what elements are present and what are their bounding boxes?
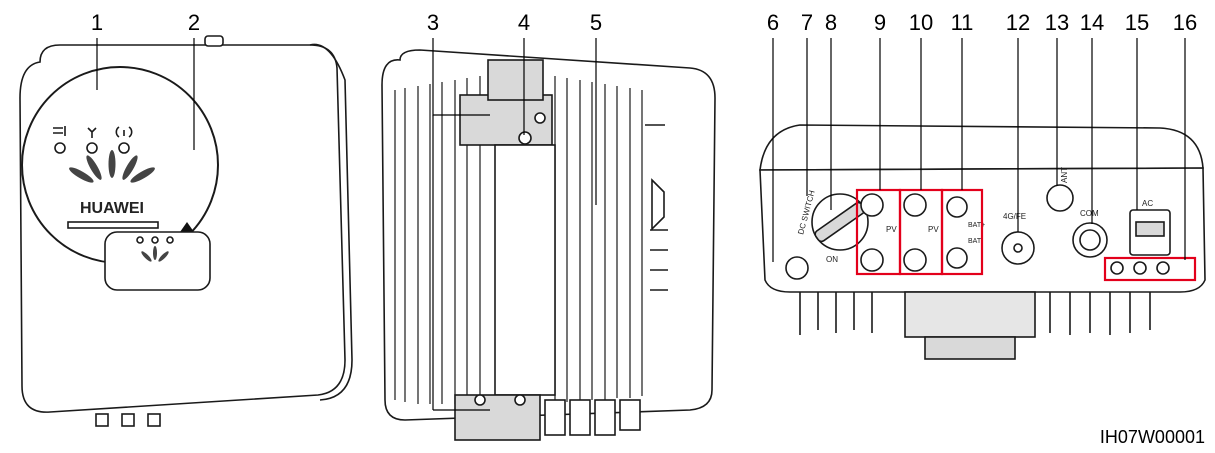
led-panel (104, 231, 211, 291)
led-1 (54, 142, 66, 154)
highlight-grounding (1103, 256, 1197, 282)
callout-7: 7 (801, 10, 813, 35)
label-bat-plus: BAT+ (968, 222, 985, 229)
bottom-connector-2 (121, 413, 135, 427)
rear-connector-2 (569, 399, 591, 436)
pv-connector-4 (903, 248, 927, 272)
bat-connector-minus (946, 247, 968, 269)
label-com: COM (1080, 209, 1099, 218)
fe-port-inner (1013, 243, 1023, 253)
led-icon-2 (87, 127, 97, 138)
callout-16: 16 (1173, 10, 1197, 35)
label-on: ON (826, 255, 838, 264)
panel-bottom-plate (924, 336, 1016, 360)
front-top-tab (204, 35, 224, 47)
mounting-bracket-bottom (454, 394, 541, 441)
panel-center-block (904, 291, 1036, 338)
front-view: HUAWEI (19, 35, 353, 427)
label-fe: 4G/FE (1003, 212, 1026, 221)
callout-3: 3 (427, 10, 439, 35)
callout-8: 8 (825, 10, 837, 35)
ground-port (785, 256, 809, 280)
ant-port (1046, 184, 1074, 212)
callout-1: 1 (91, 10, 103, 35)
center-column (494, 144, 556, 396)
mounting-bracket-plate (487, 59, 544, 101)
panel-led-2 (151, 236, 159, 244)
callout-4: 4 (518, 10, 530, 35)
panel-led-1 (136, 236, 144, 244)
front-brand: HUAWEI (80, 200, 144, 217)
bat-connector-plus (946, 196, 968, 218)
side-handle (651, 178, 665, 231)
huawei-logo-icon (69, 150, 155, 183)
bracket-screw-bottom-2 (514, 394, 526, 406)
bottom-connector-1 (95, 413, 109, 427)
bracket-screw-top (518, 131, 532, 145)
bottom-connector-3 (147, 413, 161, 427)
led-3 (118, 142, 130, 154)
grounding-hole-2 (1156, 261, 1170, 275)
panel-fins (799, 292, 1151, 335)
leader-lines (96, 38, 1186, 411)
label-ac: AC (1142, 199, 1153, 208)
led-2 (86, 142, 98, 154)
led-magnifier-bar (67, 221, 159, 229)
pv-connector-2 (860, 248, 884, 272)
callout-15: 15 (1125, 10, 1149, 35)
callout-numbers: 1 2 3 4 5 6 7 8 9 10 11 12 13 14 15 16 (91, 10, 1197, 35)
pv-connector-3 (903, 193, 927, 217)
label-bat-minus: BAT- (968, 238, 984, 245)
callout-12: 12 (1006, 10, 1030, 35)
led-icon-3 (115, 126, 133, 138)
side-rib (645, 124, 668, 291)
pv-connector-1 (860, 193, 884, 217)
figure-code: IH07W00001 (1100, 427, 1205, 447)
bracket-screw-side (534, 112, 546, 124)
pointer-triangle (180, 222, 194, 232)
led-icon-1 (53, 126, 66, 136)
callout-10: 10 (909, 10, 933, 35)
label-pv-bottom: PV (928, 225, 939, 234)
callout-2: 2 (188, 10, 200, 35)
callout-6: 6 (767, 10, 779, 35)
callout-14: 14 (1080, 10, 1104, 35)
rear-connector-3 (594, 399, 616, 436)
callout-13: 13 (1045, 10, 1069, 35)
callout-9: 9 (874, 10, 886, 35)
panel-led-3 (166, 236, 174, 244)
rear-connector-1 (544, 399, 566, 436)
callout-11: 11 (951, 10, 974, 35)
rear-view (381, 49, 716, 441)
bracket-screw-bottom-1 (474, 394, 486, 406)
com-port-inner (1079, 229, 1101, 251)
front-right-edge (309, 43, 353, 401)
callout-5: 5 (590, 10, 602, 35)
label-ant: ANT (1060, 167, 1069, 183)
rear-connector-4 (619, 399, 641, 431)
grounding-screw (1133, 261, 1147, 275)
grounding-hole-1 (1110, 261, 1124, 275)
ac-connector-inner (1135, 221, 1165, 237)
label-pv-top: PV (886, 225, 897, 234)
panel-logo-icon (141, 246, 169, 262)
